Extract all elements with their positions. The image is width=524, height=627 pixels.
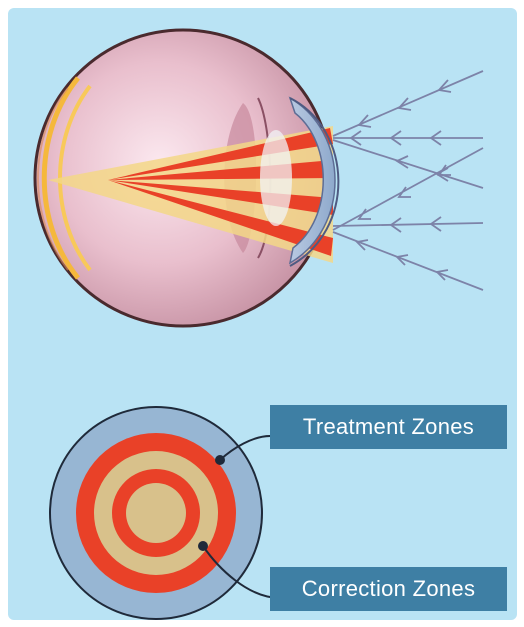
diagram-frame: Treatment Zones Correction Zones — [8, 8, 517, 620]
diagram-canvas — [8, 8, 517, 620]
correction-dot — [199, 542, 207, 550]
lens-zones-icon — [50, 407, 262, 619]
treatment-dot — [216, 456, 224, 464]
correction-zone-center — [126, 483, 186, 543]
crystalline-lens — [260, 130, 292, 226]
correction-zones-label: Correction Zones — [270, 567, 507, 611]
treatment-zones-label: Treatment Zones — [270, 405, 507, 449]
